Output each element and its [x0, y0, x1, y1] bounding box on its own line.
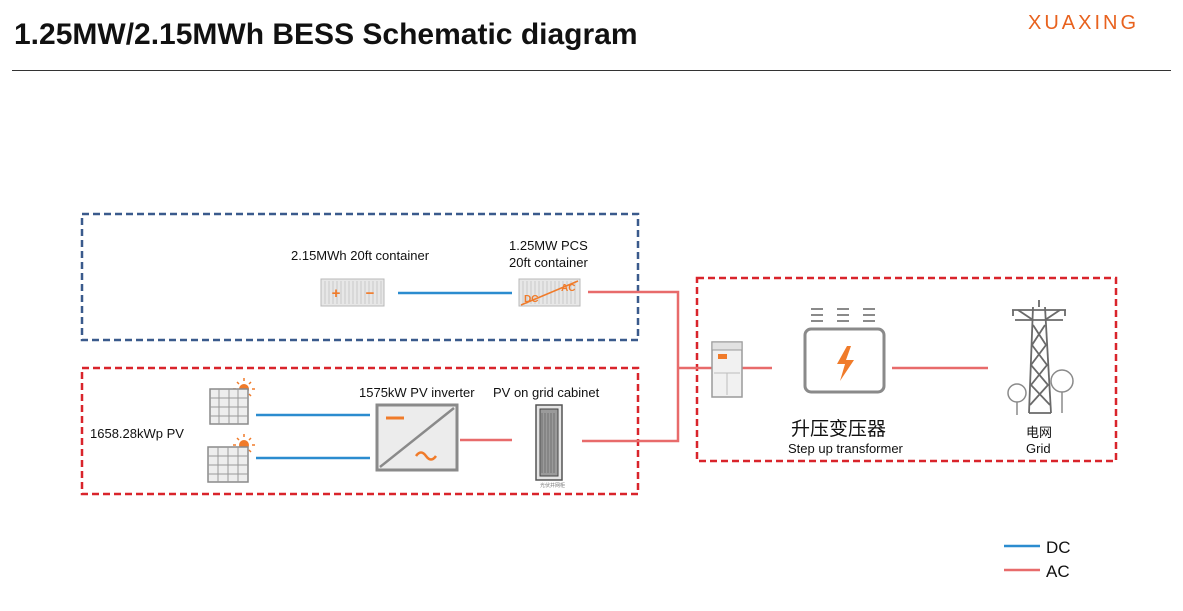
- legend: DC AC: [1004, 538, 1071, 581]
- pv-inverter-label: 1575kW PV inverter: [359, 385, 475, 400]
- title-divider: [12, 70, 1171, 71]
- pv-panel-upper-icon: [209, 378, 255, 425]
- pcs-container-icon: DC AC: [518, 278, 581, 307]
- battery-minus-sign: −: [366, 285, 375, 302]
- battery-plus-sign: +: [332, 285, 341, 302]
- grid-cabinet-plate: 光伏并网柜: [540, 482, 565, 489]
- battery-label: 2.15MWh 20ft container: [291, 248, 430, 263]
- pv-group-box: [80, 366, 640, 496]
- pcs-label-line2: 20ft container: [509, 255, 588, 270]
- brand-logo: XUAXING: [1028, 12, 1140, 34]
- battery-container-icon: + −: [320, 278, 385, 307]
- grid-cabinet-label: PV on grid cabinet: [493, 385, 600, 400]
- legend-ac-label: AC: [1046, 562, 1070, 581]
- grid-label-cn: 电网: [1026, 426, 1052, 441]
- dc-connections: [256, 291, 512, 460]
- bess-group-box: [80, 212, 640, 342]
- pcs-to-bus-ac-line: [588, 290, 680, 368]
- pcs-ac-mark: AC: [561, 283, 575, 294]
- switchgear-cabinet-icon: [711, 341, 743, 398]
- pv-array-label: 1658.28kWp PV: [90, 426, 184, 441]
- grid-cabinet-icon: [535, 404, 563, 481]
- pv-panel-lower-icon: [207, 434, 255, 483]
- transformer-icon: [803, 308, 886, 394]
- pcs-label-line1: 1.25MW PCS: [509, 238, 588, 253]
- cabinet-to-bus-ac-line: [582, 368, 680, 443]
- grid-group-box: [695, 276, 1118, 463]
- pv-inverter-icon: [375, 403, 459, 472]
- grid-tower-icon: [1007, 300, 1074, 415]
- pcs-dc-mark: DC: [524, 294, 538, 305]
- transformer-label-en: Step up transformer: [788, 441, 904, 456]
- transformer-label-cn: 升压变压器: [791, 418, 886, 440]
- grid-label-en: Grid: [1026, 441, 1051, 456]
- legend-dc-label: DC: [1046, 538, 1071, 557]
- page-title: 1.25MW/2.15MWh BESS Schematic diagram: [14, 18, 638, 51]
